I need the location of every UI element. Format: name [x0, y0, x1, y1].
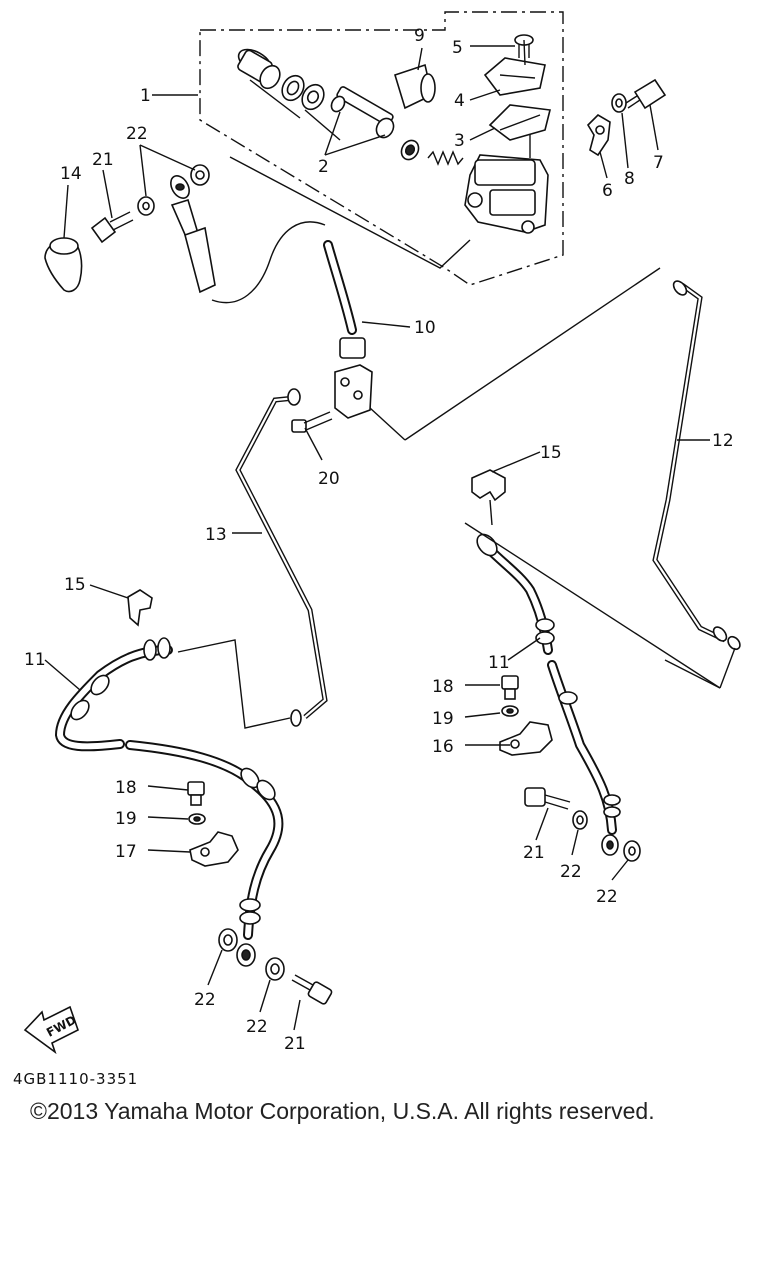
bolt-21-upper — [90, 211, 134, 244]
callout-2: 2 — [318, 157, 329, 177]
callout-14: 14 — [60, 164, 82, 184]
washer-22-right-a — [572, 810, 588, 830]
callout-11-left: 11 — [24, 650, 46, 670]
callout-12: 12 — [712, 431, 734, 451]
callout-1: 1 — [140, 86, 151, 106]
callout-9: 9 — [414, 26, 425, 46]
washer-22-left-b — [265, 957, 285, 981]
brake-hose-right — [464, 522, 721, 856]
callout-15-right: 15 — [540, 443, 562, 463]
callout-20: 20 — [318, 469, 340, 489]
callout-22-left-a: 22 — [194, 990, 216, 1010]
cap-screw — [514, 34, 534, 66]
washer-8 — [611, 93, 627, 113]
callout-19-left: 19 — [115, 809, 137, 829]
callout-22-right-a: 22 — [560, 862, 582, 882]
callout-22-upper: 22 — [126, 124, 148, 144]
forward-direction-arrow: FWD — [23, 1005, 79, 1055]
callout-10: 10 — [414, 318, 436, 338]
bolt-21-right-lower — [524, 787, 571, 810]
callout-16: 16 — [432, 737, 454, 757]
callout-21-left: 21 — [284, 1034, 306, 1054]
master-cylinder-assembly — [152, 11, 564, 286]
master-cylinder-body — [464, 128, 549, 234]
callout-21-upper: 21 — [92, 150, 114, 170]
washer-22-upper-a — [137, 196, 155, 216]
brake-joint — [334, 267, 661, 441]
cover-14 — [44, 237, 83, 293]
callout-8: 8 — [624, 169, 635, 189]
washer-19-left — [188, 813, 206, 825]
callout-22-left-b: 22 — [246, 1017, 268, 1037]
callouts: 1 2 3 4 5 6 7 8 9 10 11 11 12 13 14 15 1… — [24, 26, 734, 1054]
callout-18-right: 18 — [432, 677, 454, 697]
bolt-7 — [625, 78, 667, 110]
banjo-fitting-left — [170, 175, 216, 294]
callout-11-right: 11 — [488, 653, 510, 673]
bolt-18-left — [187, 781, 205, 806]
washer-22-upper-b — [190, 164, 210, 186]
hose-holder-17 — [189, 831, 239, 867]
callout-5: 5 — [452, 38, 463, 58]
callout-7: 7 — [653, 153, 664, 173]
callout-3: 3 — [454, 131, 465, 151]
callout-21-right: 21 — [523, 843, 545, 863]
callout-18-left: 18 — [115, 778, 137, 798]
hose-holder-16 — [499, 721, 553, 756]
diagram-code: 4GB1110-3351 — [13, 1070, 139, 1088]
brake-hose-left — [54, 637, 284, 967]
callout-4: 4 — [454, 91, 465, 111]
bolt-18-right — [501, 675, 519, 700]
boot — [394, 63, 436, 110]
callout-17: 17 — [115, 842, 137, 862]
washer-22-right-b — [623, 840, 641, 862]
washer-19-right — [501, 705, 519, 717]
holder-clamp — [586, 113, 611, 157]
bolt-20 — [291, 411, 333, 433]
hose-clip-left — [127, 589, 153, 627]
copyright-notice: ©2013 Yamaha Motor Corporation, U.S.A. A… — [30, 1098, 655, 1124]
callout-13: 13 — [205, 525, 227, 545]
callout-19-right: 19 — [432, 709, 454, 729]
leader-lines — [44, 45, 710, 1031]
brake-pipe-right — [652, 280, 741, 689]
upper-brake-hose — [211, 221, 366, 359]
piston-kit — [229, 48, 471, 269]
callout-6: 6 — [602, 181, 613, 201]
callout-22-right-b: 22 — [596, 887, 618, 907]
brake-pipe-left — [177, 388, 328, 729]
brake-parts-diagram: FWD 1 2 3 4 5 6 7 8 9 10 11 11 12 13 14 … — [23, 11, 741, 1055]
washer-22-left-a — [218, 928, 238, 952]
bolt-21-left-lower — [291, 974, 333, 1005]
callout-15-left: 15 — [64, 575, 86, 595]
hose-clip-right — [471, 469, 506, 526]
